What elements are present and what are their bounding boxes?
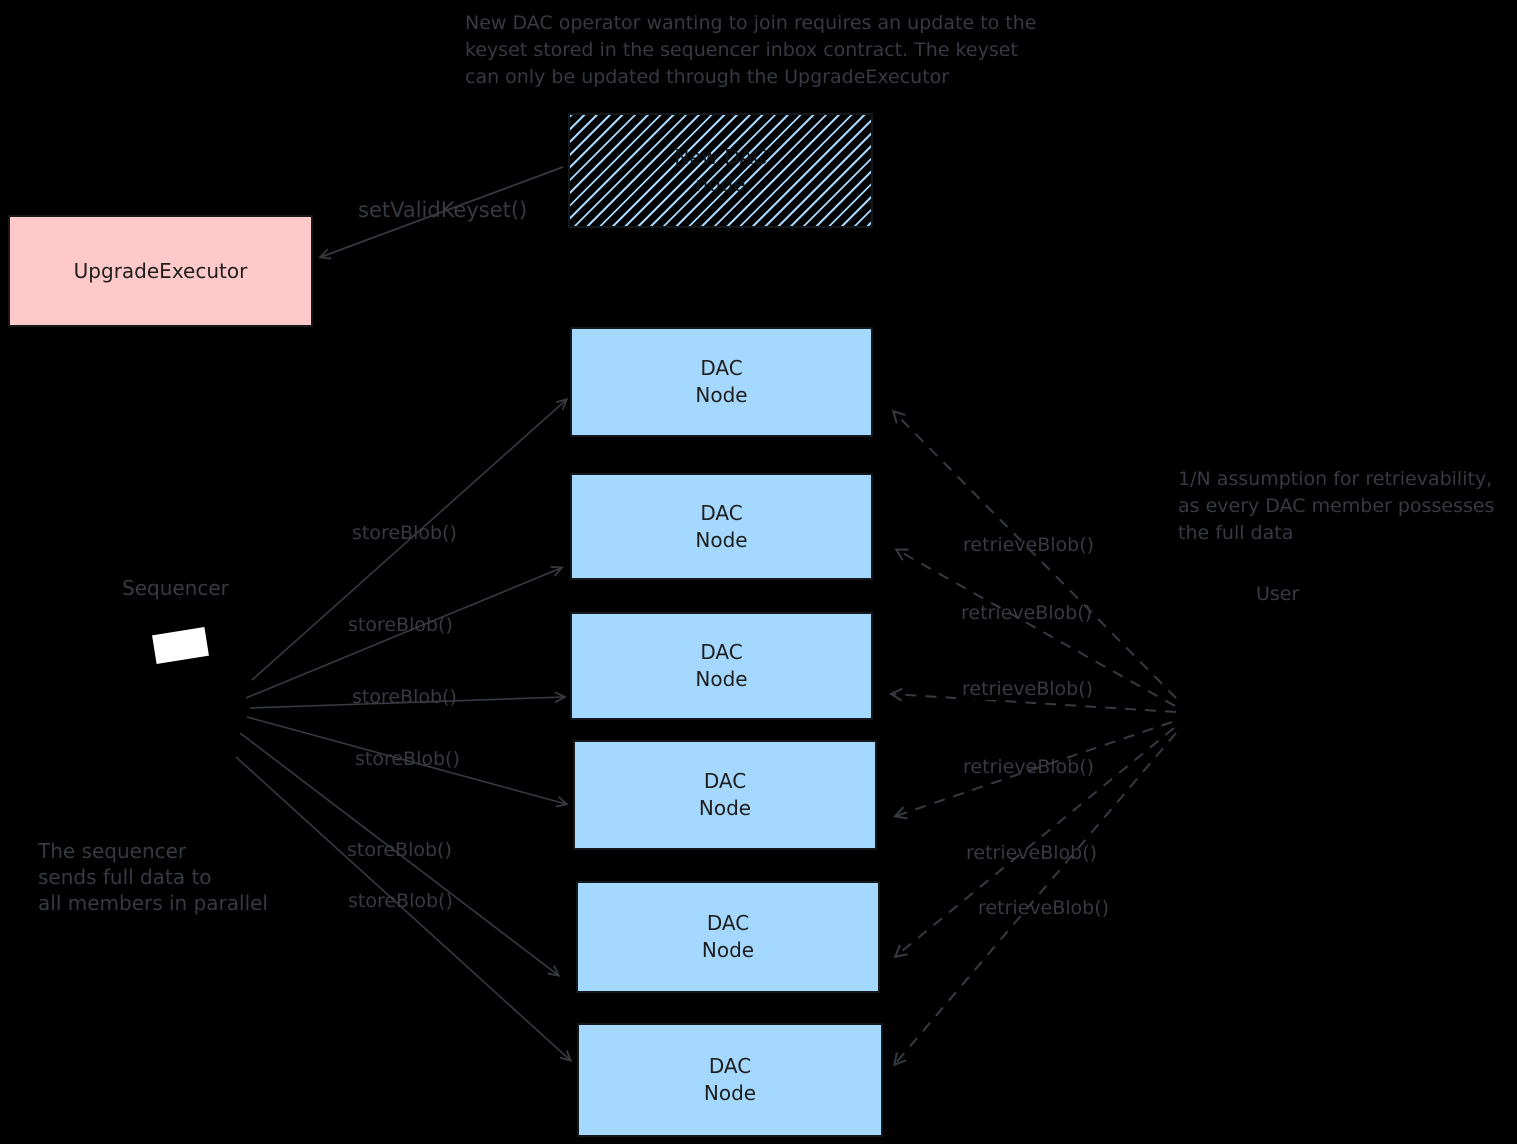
store-arrow-4	[246, 716, 566, 804]
retrieve-arrow-1	[891, 409, 1177, 699]
retrieve-blob-label-1: retrieveBlob()	[963, 534, 1095, 556]
top-note-line-3: can only be updated through the UpgradeE…	[465, 66, 950, 88]
store-arrow-3	[249, 697, 564, 709]
dac-node-box-3: DAC Node	[570, 612, 873, 720]
top-note: New DAC operator wanting to join require…	[465, 10, 1036, 91]
new-dac-node-label-line-1: New DAC	[674, 144, 767, 169]
retrieve-blob-label-5: retrieveBlob()	[966, 842, 1098, 864]
set-valid-keyset-arrow	[321, 166, 564, 257]
dac-node-5-line-1: DAC	[706, 911, 750, 935]
dac-node-box-4: DAC Node	[573, 740, 877, 850]
right-note-line-1: 1/N assumption for retrievability,	[1178, 468, 1493, 490]
right-note-line-3: the full data	[1178, 522, 1294, 544]
store-blob-label-3: storeBlob()	[352, 686, 457, 708]
store-blob-label-6: storeBlob()	[348, 890, 453, 912]
dac-node-box-1: DAC Node	[570, 327, 873, 437]
dac-node-5-line-2: Node	[701, 938, 755, 962]
dac-node-box-5: DAC Node	[576, 881, 880, 993]
dac-node-2-line-2: Node	[695, 527, 748, 552]
retrieve-arrow-6	[893, 732, 1177, 1067]
bottom-note-line-2: sends full data to	[38, 865, 212, 889]
dac-node-1-line-2: Node	[695, 383, 748, 407]
dac-node-4-line-2: Node	[698, 796, 752, 820]
dac-node-box-2: DAC Node	[570, 473, 873, 580]
top-note-line-1: New DAC operator wanting to join require…	[465, 12, 1037, 34]
store-arrow-5	[239, 732, 558, 975]
retrieve-blob-label-3: retrieveBlob()	[956, 678, 1100, 700]
store-blob-label-5: storeBlob()	[347, 839, 452, 861]
store-blob-label-2: storeBlob()	[348, 614, 453, 636]
right-note-line-2: as every DAC member possesses	[1178, 495, 1495, 517]
retrieve-blob-label-2: retrieveBlob()	[961, 602, 1093, 624]
right-note: 1/N assumption for retrievability, as ev…	[1178, 466, 1494, 547]
user-label: User	[1256, 583, 1300, 605]
retrieve-arrow-3	[888, 687, 1177, 713]
dac-node-3-line-2: Node	[695, 667, 748, 691]
dac-node-1-line-1: DAC	[700, 356, 743, 380]
bottom-note-line-1: The sequencer	[38, 839, 187, 863]
dac-node-6-line-1: DAC	[708, 1054, 752, 1078]
dac-node-3-line-1: DAC	[700, 640, 743, 664]
retrieve-blob-label-6: retrieveBlob()	[978, 897, 1110, 919]
dac-node-6-line-2: Node	[703, 1081, 757, 1105]
dac-node-4-line-1: DAC	[703, 769, 747, 793]
bottom-note: The sequencer sends full data to all mem…	[38, 838, 268, 916]
retrieve-blob-label-4: retrieveBlob()	[963, 756, 1095, 778]
new-dac-node-box: New DAC node	[568, 113, 873, 228]
sequencer-label: Sequencer	[122, 576, 229, 600]
new-dac-node-label-line-2: node	[695, 171, 746, 196]
dac-node-2-line-1: DAC	[700, 500, 743, 525]
upgrade-executor-box: UpgradeExecutor	[8, 215, 313, 327]
dac-node-box-6: DAC Node	[577, 1023, 883, 1137]
store-arrow-6	[235, 756, 570, 1060]
store-blob-label-4: storeBlob()	[355, 748, 460, 770]
top-note-line-2: keyset stored in the sequencer inbox con…	[465, 39, 1018, 61]
retrieve-arrow-2	[894, 548, 1176, 707]
set-valid-keyset-label: setValidKeyset()	[358, 198, 528, 222]
store-blob-label-1: storeBlob()	[352, 522, 457, 544]
retrieve-arrow-4	[893, 721, 1173, 820]
upgrade-executor-label: UpgradeExecutor	[73, 258, 248, 283]
bottom-note-line-3: all members in parallel	[38, 891, 268, 915]
store-arrow-2	[245, 568, 561, 699]
store-arrow-1	[251, 400, 566, 681]
